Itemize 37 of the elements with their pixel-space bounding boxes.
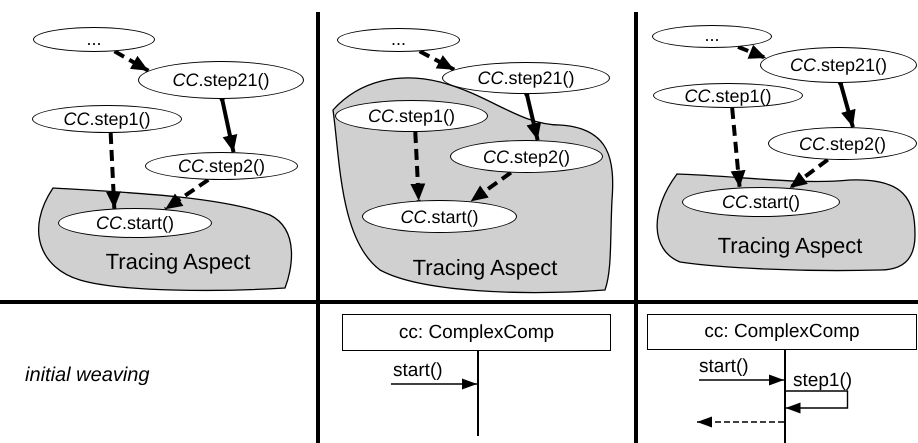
aspect-label: Tracing Aspect [718, 233, 862, 259]
method-ellipse: ... [652, 25, 772, 48]
method-ellipse: ... [337, 28, 460, 52]
dashed-arrow [469, 171, 512, 204]
dashed-arrow [788, 158, 829, 190]
method-ellipse: ... [33, 27, 155, 52]
dashed-arrow [114, 50, 150, 73]
message-arrow [786, 390, 848, 414]
dashed-arrow [106, 132, 121, 209]
object-box: cc: ComplexComp [342, 314, 611, 351]
message-label: start() [699, 357, 749, 376]
aspect-label: Tracing Aspect [106, 249, 250, 275]
message-label: start() [393, 361, 443, 380]
method-ellipse: CC.step1() [32, 105, 182, 133]
method-ellipse: CC.step21() [760, 47, 917, 83]
lifeline [477, 351, 478, 436]
object-box: cc: ComplexComp [647, 314, 917, 350]
message-arrow [391, 378, 477, 390]
dashed-arrow [164, 178, 210, 211]
arrow [219, 96, 238, 153]
arrow [838, 80, 856, 128]
dashed-arrow [697, 416, 784, 428]
dashed-arrow [418, 50, 456, 72]
method-ellipse: CC.step2() [768, 127, 917, 160]
dashed-arrow [730, 108, 746, 188]
message-label: step1() [793, 371, 852, 390]
note-text: initial weaving [25, 364, 150, 387]
dashed-arrow [737, 44, 767, 60]
method-ellipse: CC.step1() [653, 83, 803, 108]
arrow [524, 91, 542, 141]
method-ellipse: CC.step21() [138, 61, 304, 99]
dashed-arrow [410, 132, 426, 201]
message-arrow [699, 374, 784, 386]
aspect-label: Tracing Aspect [412, 255, 558, 281]
lifeline [784, 350, 786, 443]
method-ellipse: CC.step2() [145, 152, 298, 180]
method-ellipse: CC.step21() [442, 62, 610, 94]
